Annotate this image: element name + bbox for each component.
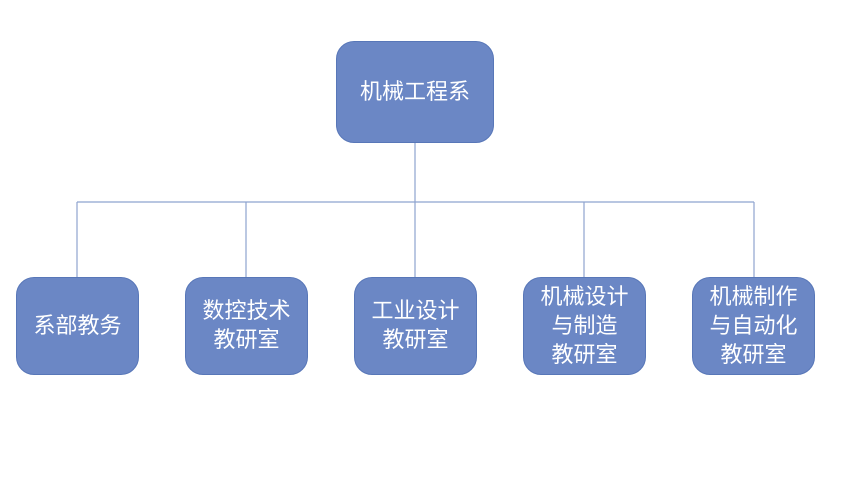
node-child-1-label: 数控技术 教研室 — [202, 299, 291, 353]
node-child-0: 系部教务 — [16, 277, 139, 375]
node-child-4: 机械制作 与自动化 教研室 — [692, 277, 815, 375]
node-root: 机械工程系 — [336, 41, 494, 143]
node-child-3-label: 机械设计 与制造 教研室 — [540, 284, 629, 368]
node-child-0-label: 系部教务 — [33, 313, 122, 339]
node-child-2-label: 工业设计 教研室 — [371, 299, 460, 353]
node-child-1: 数控技术 教研室 — [185, 277, 308, 375]
node-child-4-label: 机械制作 与自动化 教研室 — [709, 284, 798, 368]
node-child-3: 机械设计 与制造 教研室 — [523, 277, 646, 375]
node-root-label: 机械工程系 — [359, 79, 470, 105]
node-child-2: 工业设计 教研室 — [354, 277, 477, 375]
